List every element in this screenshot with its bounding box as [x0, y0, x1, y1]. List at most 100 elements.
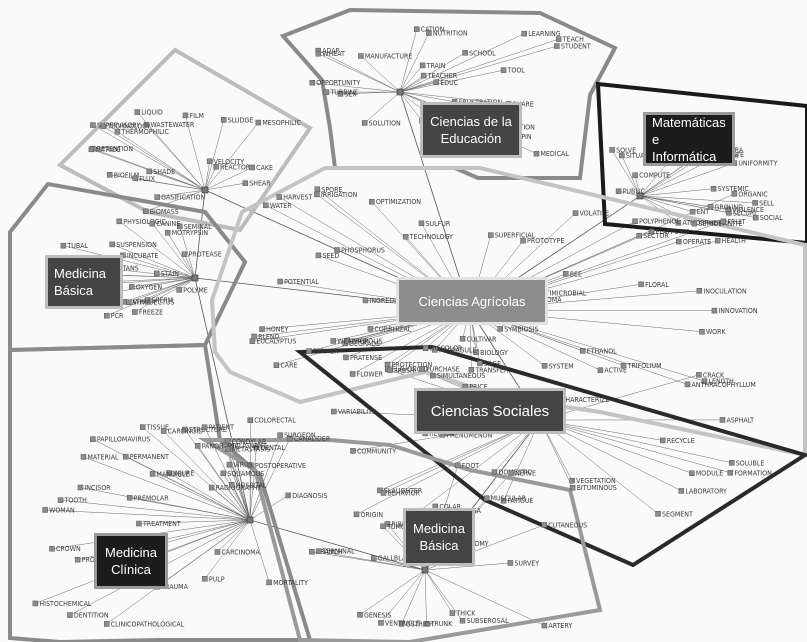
term-label: MORTALITY [273, 579, 308, 587]
term-label: TUMOR [386, 523, 411, 531]
term-node: INGREDIENT [362, 297, 409, 305]
term-node: WOMAN [42, 506, 75, 514]
term-label: PROPAGULE [439, 346, 477, 354]
term-node: PHYSIOLOGIC [116, 218, 166, 226]
term-label: ARTERY [548, 622, 572, 630]
term-node-marker [166, 470, 172, 476]
term-label: VENTRICLE [385, 619, 420, 627]
term-node: SHEAR [242, 180, 271, 188]
term-node: STRUCTURE [182, 426, 227, 434]
term-node: PATIENT [201, 424, 234, 432]
term-label: WATER [270, 202, 292, 210]
term-edge [618, 191, 641, 197]
term-label: PROTOTYPE [527, 237, 564, 245]
term-node-marker [638, 281, 644, 288]
term-node: VIRUS [226, 461, 253, 469]
term-edge [373, 557, 426, 571]
term-label: SPORE [321, 186, 342, 194]
term-node: WORK [699, 328, 727, 336]
term-label: PRATENSE [350, 354, 382, 362]
term-node-marker [32, 600, 39, 607]
term-edge [360, 55, 401, 93]
term-node-marker [419, 62, 426, 69]
cluster-label-educacion: Ciencias de la Educación [420, 102, 522, 158]
term-label: HONEY [266, 326, 288, 334]
term-label: GROUND [715, 203, 744, 211]
term-label: AROMA [538, 296, 562, 304]
term-node-marker [306, 348, 312, 354]
term-label: SEMIDEFINITE [698, 220, 742, 228]
term-label: PANORAMIC [202, 442, 240, 450]
term-node-marker [729, 460, 735, 466]
term-edge [249, 438, 291, 521]
term-label: COLAR [439, 503, 461, 511]
term-node-marker [500, 497, 507, 504]
term-node-marker [367, 326, 374, 332]
term-label: RECYCLE [667, 437, 695, 445]
term-node: SITUATION [619, 152, 660, 160]
term-node: POSTOPERATIVE [248, 462, 306, 470]
term-node-marker [77, 484, 84, 491]
term-label: SURVEY [514, 559, 539, 567]
term-edge [340, 91, 401, 95]
term-node: INCUBATE [120, 252, 158, 260]
term-node-marker [323, 89, 330, 95]
term-label: DISCOLOR [430, 345, 463, 353]
term-label: MALIGNANT [229, 442, 267, 450]
term-node: ETHANOL [579, 347, 617, 355]
term-label: MESOPHILIC [262, 119, 301, 127]
term-node: SEED [315, 252, 339, 260]
term-node: SULFUR [418, 220, 451, 228]
term-label: WASTEWATER [151, 121, 195, 129]
term-node: MORTALITY [266, 579, 308, 587]
term-node: CARE [273, 362, 297, 370]
term-node-marker [229, 482, 235, 488]
term-node: PUBLIC [615, 188, 646, 196]
term-node-marker [331, 408, 337, 415]
term-label: CANALIDER [294, 435, 331, 443]
term-label: SECTOR [643, 232, 669, 240]
term-node: INCISOR [77, 484, 111, 492]
term-node-marker [143, 121, 150, 128]
term-edge [112, 244, 196, 279]
term-node-marker [541, 622, 548, 629]
term-node-marker [103, 621, 110, 627]
term-node-marker [126, 299, 132, 305]
term-node-marker [609, 147, 615, 153]
term-edge [168, 472, 251, 521]
term-node: PULP [202, 575, 225, 583]
term-node: PROPOLIS [344, 337, 383, 345]
term-node: PHOSPHORUS [334, 247, 385, 255]
term-node-marker [497, 326, 503, 332]
term-node: ANTHRACOPHYLLUM [684, 381, 756, 389]
term-node-marker [182, 112, 189, 119]
term-node: BITUMINOUS [569, 484, 617, 492]
term-node: COMMUNITY [350, 447, 396, 455]
term-edge [424, 569, 427, 624]
term-label: WHEAT [322, 50, 345, 58]
term-node: MANUFACTURE [358, 52, 412, 60]
term-edge [399, 29, 418, 93]
term-edge [539, 419, 731, 473]
term-node: CARCINOID [160, 428, 203, 436]
term-node: CORRHIZAL [367, 325, 412, 333]
term-label: THICK [455, 610, 476, 618]
term-node: CANALIDER [287, 435, 331, 443]
term-node-marker [220, 470, 227, 477]
term-edge [145, 189, 206, 212]
term-label: UNIFORMITY [738, 160, 777, 168]
term-label: DENTITION [74, 612, 109, 620]
term-node-marker [315, 50, 322, 57]
term-label: PERMANENT [130, 453, 169, 461]
term-node: OSTRICH [398, 620, 434, 628]
term-edge [424, 562, 511, 571]
term-edge [639, 195, 695, 224]
term-node: GALLBLADDER [370, 555, 425, 563]
term-node: SYMBIOSIS [497, 325, 538, 333]
term-node-marker [398, 621, 405, 627]
term-label: PCR [111, 312, 124, 320]
term-node: SEMINAL [177, 223, 212, 231]
term-node-marker [136, 520, 142, 527]
term-node: VEGETATION [569, 477, 616, 485]
term-label: OPERATE [683, 238, 711, 246]
